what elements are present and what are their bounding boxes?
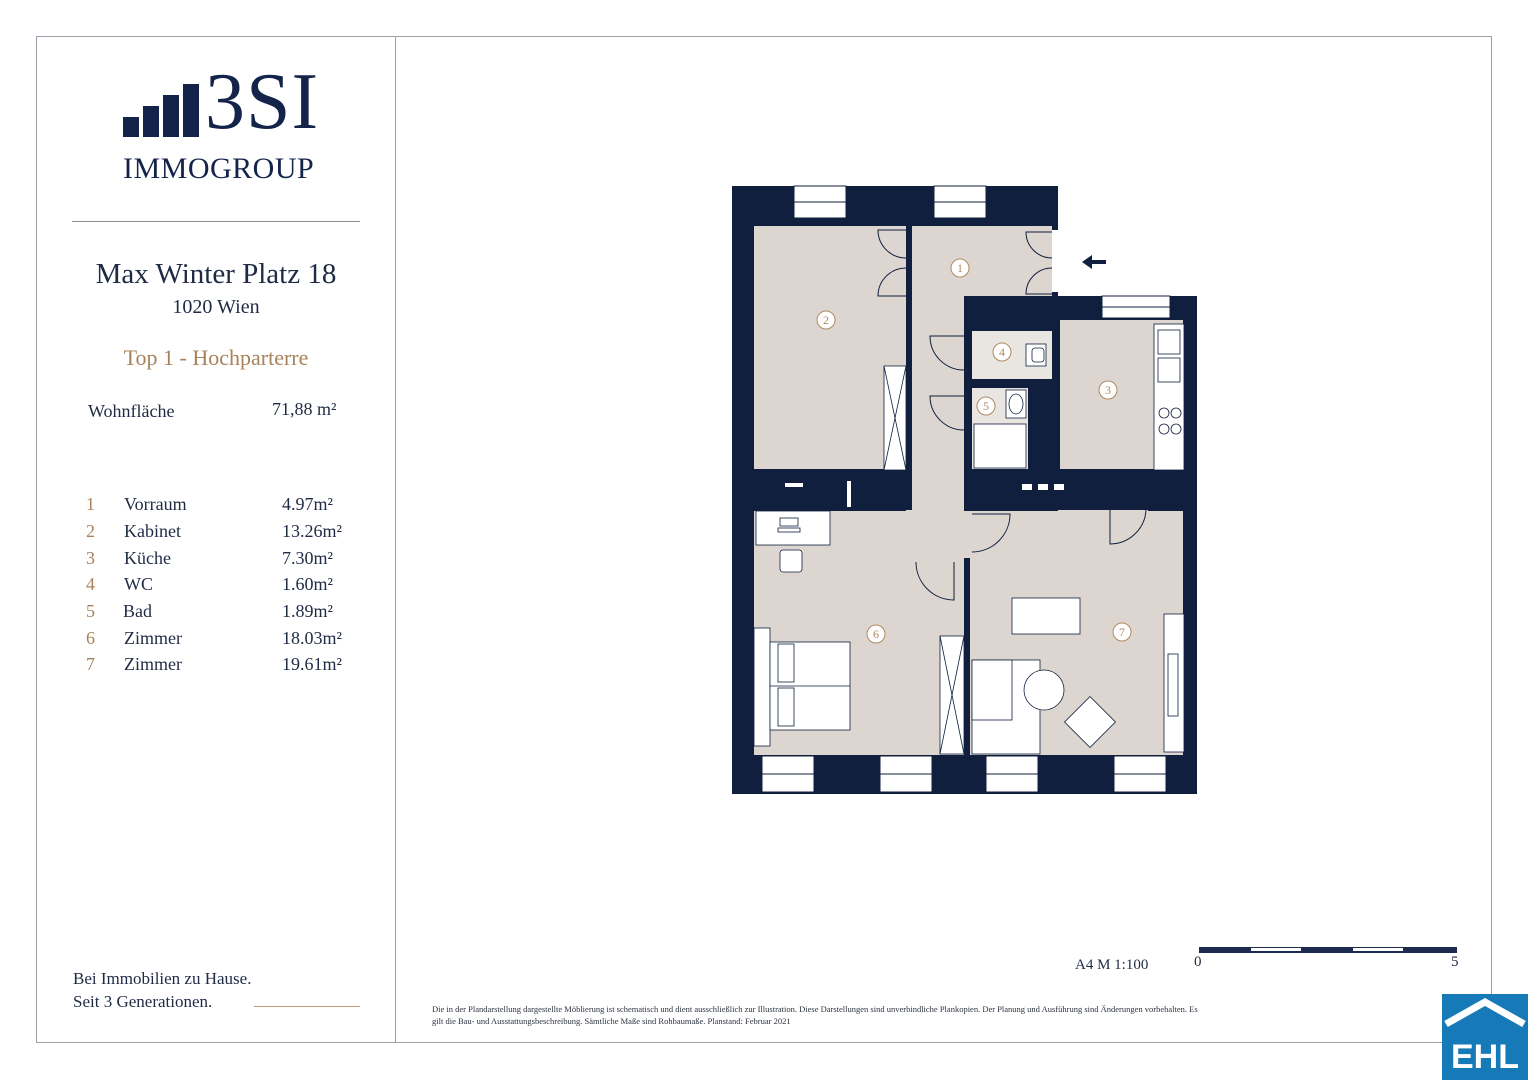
room-name: Bad bbox=[123, 601, 152, 621]
room-label-5: 5 bbox=[983, 399, 989, 413]
room-area: 18.03m² bbox=[282, 628, 342, 648]
entrance-gap bbox=[1052, 230, 1060, 292]
unit-label: Top 1 - Hochparterre bbox=[123, 345, 309, 370]
scale-label: A4 M 1:100 bbox=[1075, 957, 1149, 973]
room-area: 1.89m² bbox=[282, 601, 333, 621]
room-name: Zimmer bbox=[124, 654, 182, 674]
room-1-floor bbox=[912, 226, 1052, 296]
room-area: 7.30m² bbox=[282, 548, 333, 568]
room-area: 13.26m² bbox=[282, 521, 342, 541]
room-number: 3 bbox=[86, 548, 95, 568]
logo-wordmark: 3SI bbox=[205, 58, 320, 146]
room-name: Vorraum bbox=[124, 494, 187, 514]
room-number: 4 bbox=[86, 574, 95, 594]
room-label-4: 4 bbox=[999, 345, 1005, 359]
slogan-line-2: Seit 3 Generationen. bbox=[73, 992, 213, 1011]
header-divider bbox=[72, 221, 360, 222]
scale-end: 5 bbox=[1451, 954, 1459, 970]
scale-bar bbox=[1199, 947, 1457, 953]
living-area-label: Wohnfläche bbox=[88, 401, 175, 421]
list-item: 4 WC 1.60m² bbox=[86, 574, 356, 601]
logo-subtitle: IMMOGROUP bbox=[123, 152, 315, 185]
floor-plan: 1 2 3 4 5 6 7 bbox=[732, 185, 1197, 794]
page-frame bbox=[36, 36, 1492, 1043]
ehl-logo: EHL bbox=[1442, 994, 1528, 1080]
room-number: 7 bbox=[86, 654, 95, 674]
room-number: 1 bbox=[86, 494, 95, 514]
room-name: Küche bbox=[124, 548, 171, 568]
svg-text:EHL: EHL bbox=[1451, 1038, 1519, 1076]
room-label-3: 3 bbox=[1105, 383, 1111, 397]
list-item: 5 Bad 1.89m² bbox=[86, 601, 356, 628]
room-name: WC bbox=[124, 574, 153, 594]
room-label-7: 7 bbox=[1119, 625, 1125, 639]
room-label-6: 6 bbox=[873, 627, 879, 641]
room-area: 1.60m² bbox=[282, 574, 333, 594]
room-name: Zimmer bbox=[124, 628, 182, 648]
list-item: 1 Vorraum 4.97m² bbox=[86, 494, 356, 521]
list-item: 6 Zimmer 18.03m² bbox=[86, 628, 356, 655]
scale-start: 0 bbox=[1194, 954, 1202, 970]
room-number: 2 bbox=[86, 521, 95, 541]
room-label-1: 1 bbox=[957, 261, 963, 275]
sidebar-divider bbox=[395, 36, 396, 1043]
slogan-underline bbox=[254, 1006, 360, 1007]
room-area: 4.97m² bbox=[282, 494, 333, 514]
bar-chart-logo-icon bbox=[123, 84, 199, 137]
room-number: 5 bbox=[86, 601, 95, 621]
list-item: 3 Küche 7.30m² bbox=[86, 548, 356, 575]
ehl-house-icon: EHL bbox=[1442, 994, 1528, 1080]
slogan-line-1: Bei Immobilien zu Hause. bbox=[73, 969, 252, 988]
list-item: 2 Kabinet 13.26m² bbox=[86, 521, 356, 548]
room-number: 6 bbox=[86, 628, 95, 648]
room-label-2: 2 bbox=[823, 313, 829, 327]
entrance-arrow-icon bbox=[1082, 255, 1106, 269]
address-city: 1020 Wien bbox=[172, 296, 260, 318]
address-street: Max Winter Platz 18 bbox=[95, 258, 337, 290]
room-name: Kabinet bbox=[124, 521, 181, 541]
disclaimer-text: Die in der Plandarstellung dargestellte … bbox=[432, 1004, 1198, 1026]
room-area: 19.61m² bbox=[282, 654, 342, 674]
list-item: 7 Zimmer 19.61m² bbox=[86, 654, 356, 681]
room-2-floor bbox=[754, 226, 906, 469]
living-area-value: 71,88 m² bbox=[272, 399, 337, 419]
